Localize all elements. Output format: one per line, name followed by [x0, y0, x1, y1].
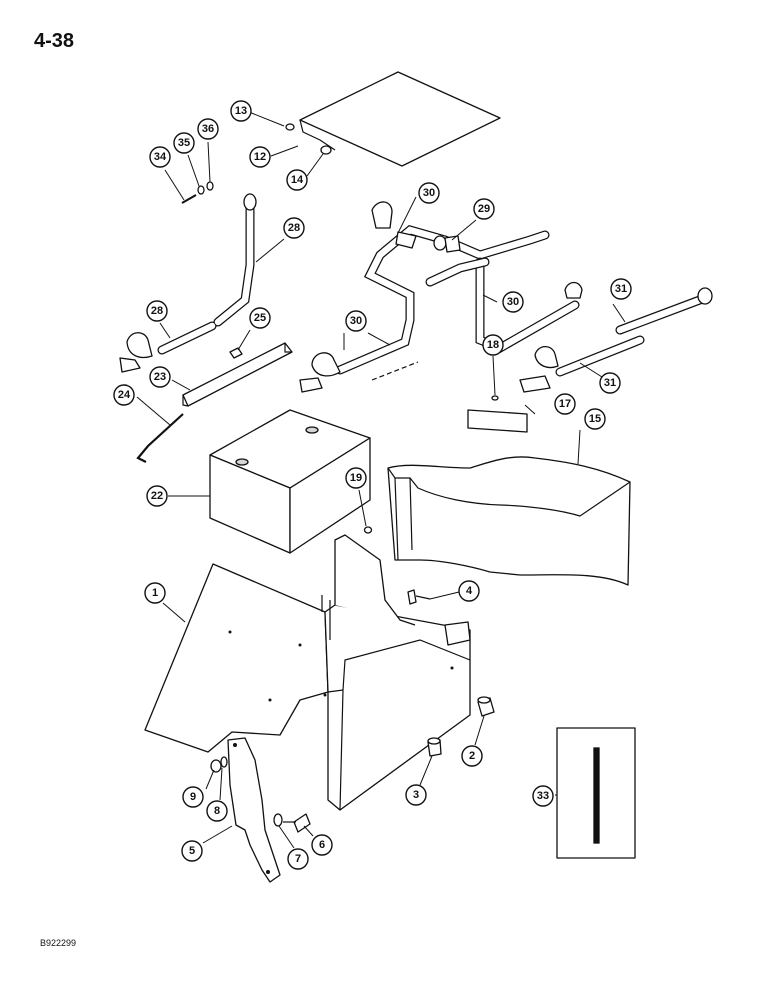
- callout-23: 23: [149, 366, 171, 388]
- battery-cable-part: [299, 201, 580, 393]
- svg-text:9: 9: [190, 791, 196, 803]
- callout-13: 13: [230, 100, 252, 122]
- svg-text:36: 36: [202, 123, 214, 135]
- svg-text:22: 22: [151, 490, 163, 502]
- svg-text:19: 19: [350, 472, 362, 484]
- positive-cable-part: [519, 281, 713, 393]
- hold-down-bar-part: [182, 342, 293, 407]
- callout-8: 8: [206, 800, 228, 822]
- callout-4: 4: [458, 580, 480, 602]
- svg-text:34: 34: [154, 151, 167, 163]
- svg-text:7: 7: [295, 853, 301, 865]
- small-nut-part: [363, 526, 373, 534]
- battery-part: [209, 409, 371, 554]
- callout-31-lower: 31: [599, 372, 621, 394]
- callout-15: 15: [584, 408, 606, 430]
- callout-31-upper: 31: [610, 278, 632, 300]
- page-number: 4-38: [34, 30, 75, 52]
- svg-text:28: 28: [288, 222, 300, 234]
- battery-box-part: [144, 534, 471, 811]
- svg-text:4: 4: [466, 585, 473, 597]
- mounting-bracket-part: [227, 737, 281, 883]
- callout-30-right: 30: [502, 291, 524, 313]
- svg-text:8: 8: [214, 805, 220, 817]
- callout-30-left: 30: [345, 310, 367, 332]
- svg-text:18: 18: [487, 339, 499, 351]
- battery-cover-part: [387, 456, 631, 586]
- top-cover-plate-part: [285, 71, 501, 167]
- callout-28-upper: 28: [283, 217, 305, 239]
- svg-text:29: 29: [478, 203, 490, 215]
- svg-text:3: 3: [413, 789, 419, 801]
- svg-text:33: 33: [537, 790, 549, 802]
- callout-19: 19: [345, 467, 367, 489]
- nut-part: [229, 347, 243, 359]
- rod-part: [136, 413, 184, 463]
- callout-22: 22: [146, 485, 168, 507]
- svg-text:2: 2: [469, 750, 475, 762]
- svg-text:17: 17: [559, 398, 571, 410]
- svg-text:14: 14: [291, 174, 304, 186]
- callout-3: 3: [405, 784, 427, 806]
- callout-9: 9: [182, 786, 204, 808]
- callout-25: 25: [249, 307, 271, 329]
- svg-text:31: 31: [615, 283, 627, 295]
- small-hardware-parts: [181, 181, 214, 204]
- svg-text:30: 30: [507, 296, 519, 308]
- ground-cable-part: [119, 193, 257, 373]
- svg-text:35: 35: [178, 137, 190, 149]
- fastener-parts: [210, 756, 311, 833]
- decal-panel-part: [556, 727, 636, 859]
- bolt-part: [407, 589, 431, 605]
- svg-text:1: 1: [152, 587, 158, 599]
- callout-24: 24: [113, 384, 135, 406]
- svg-text:15: 15: [589, 413, 601, 425]
- callout-18: 18: [482, 334, 504, 356]
- callout-2: 2: [461, 745, 483, 767]
- spacer-parts: [427, 696, 495, 757]
- svg-text:30: 30: [350, 315, 362, 327]
- callout-30-top: 30: [418, 182, 440, 204]
- callout-1: 1: [144, 582, 166, 604]
- terminal-part: [433, 235, 461, 253]
- svg-text:23: 23: [154, 371, 166, 383]
- svg-text:12: 12: [254, 151, 266, 163]
- callout-14: 14: [286, 169, 308, 191]
- callout-34: 34: [149, 146, 171, 168]
- callout-29: 29: [473, 198, 495, 220]
- svg-text:25: 25: [254, 312, 266, 324]
- svg-text:30: 30: [423, 187, 435, 199]
- callout-36: 36: [197, 118, 219, 140]
- svg-text:5: 5: [189, 845, 195, 857]
- svg-text:28: 28: [151, 305, 163, 317]
- svg-text:13: 13: [235, 105, 247, 117]
- callout-35: 35: [173, 132, 195, 154]
- svg-text:31: 31: [604, 377, 616, 389]
- label-plate-part: [467, 395, 528, 433]
- callout-6: 6: [311, 834, 333, 856]
- callout-17: 17: [554, 393, 576, 415]
- callout-5: 5: [181, 840, 203, 862]
- callout-7: 7: [287, 848, 309, 870]
- svg-text:6: 6: [319, 839, 325, 851]
- footer-code: B922299: [40, 938, 77, 948]
- callout-28-lower: 28: [146, 300, 168, 322]
- callout-12: 12: [249, 146, 271, 168]
- callout-33: 33: [532, 785, 554, 807]
- svg-text:24: 24: [118, 389, 131, 401]
- leader-lines: [136, 111, 626, 849]
